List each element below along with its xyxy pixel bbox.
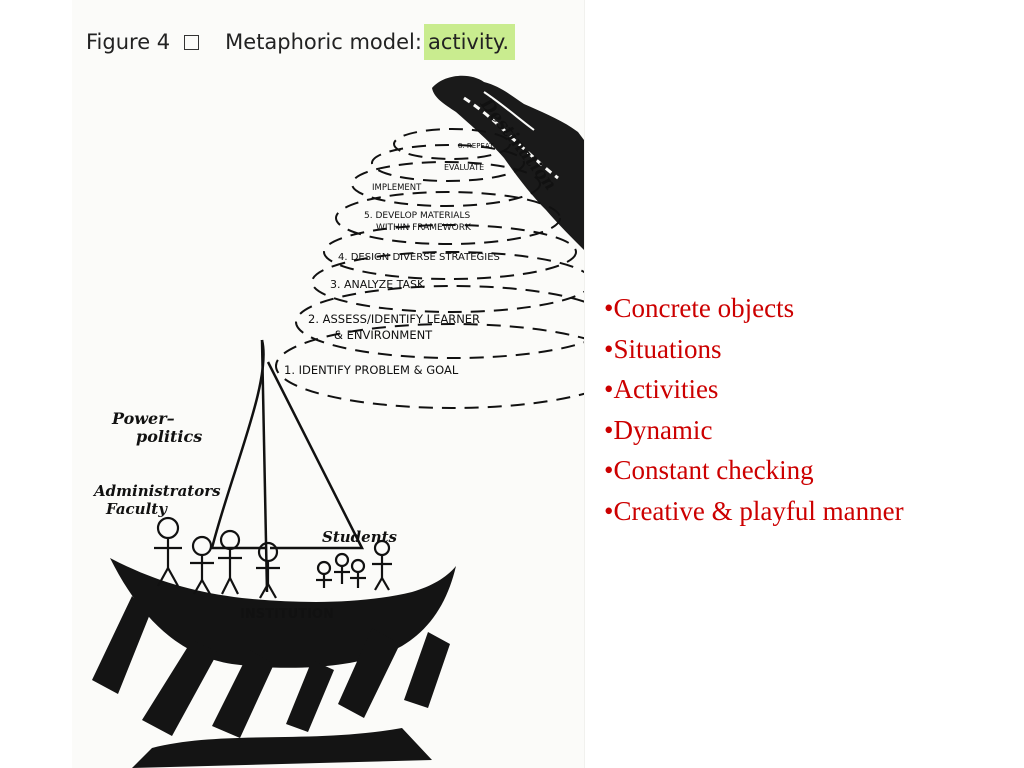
bullet-item: •Constant checking xyxy=(604,455,814,485)
sail xyxy=(210,339,365,593)
caption-middle: Metaphoric model: xyxy=(225,30,422,54)
figure-caption: Figure 4 Metaphoric model: activity. xyxy=(86,22,516,62)
bullet-item: •Activities xyxy=(604,374,719,404)
step-2-label: 2. ASSESS/IDENTIFY LEARNER xyxy=(308,312,480,326)
administrators-label: Administrators xyxy=(92,482,221,500)
boat-hull: INSTITUTION xyxy=(110,558,456,668)
caption-box-icon xyxy=(184,34,200,50)
step-7-label: EVALUATE xyxy=(444,163,484,172)
people xyxy=(154,516,392,599)
step-2-label-cont: & ENVIRONMENT xyxy=(334,328,433,342)
power-politics-label-1: Power– xyxy=(111,409,175,428)
step-3-label: 3. ANALYZE TASK xyxy=(330,278,425,291)
faculty-label: Faculty xyxy=(105,500,168,518)
step-5-label: 5. DEVELOP MATERIALS xyxy=(364,211,470,221)
figure-panel: Destination 1. IDENTIFY PROBLEM & GOAL 2… xyxy=(72,0,585,768)
institution-label: INSTITUTION xyxy=(240,607,334,622)
metaphoric-model-drawing: Destination 1. IDENTIFY PROBLEM & GOAL 2… xyxy=(92,75,584,768)
bullet-item: •Dynamic xyxy=(604,414,713,445)
caption-prefix: Figure 4 xyxy=(86,30,171,54)
step-1-label: 1. IDENTIFY PROBLEM & GOAL xyxy=(284,363,459,377)
waves xyxy=(92,596,450,768)
bullet-list: •Concrete objects •Situations •Activitie… xyxy=(604,288,904,531)
power-politics-label-2: politics xyxy=(136,427,202,446)
students-label: Students xyxy=(322,528,398,546)
caption-highlight: activity. xyxy=(423,24,516,60)
bullet-item: •Concrete objects xyxy=(604,293,795,323)
hand-labels: Power– politics Administrators Faculty S… xyxy=(92,409,398,546)
activity-spiral xyxy=(275,128,584,409)
spiral-step-labels: 1. IDENTIFY PROBLEM & GOAL 2. ASSESS/IDE… xyxy=(284,142,500,377)
bullet-item: •Situations xyxy=(604,333,722,364)
step-8-label: 8. REPEAT xyxy=(458,142,494,150)
step-6-label: IMPLEMENT xyxy=(372,183,422,193)
step-5-label-cont: WITHIN FRAMEWORK xyxy=(376,223,472,233)
step-4-label: 4. DESIGN DIVERSE STRATEGIES xyxy=(338,252,500,263)
bullet-item: •Creative & playful manner xyxy=(604,495,904,526)
